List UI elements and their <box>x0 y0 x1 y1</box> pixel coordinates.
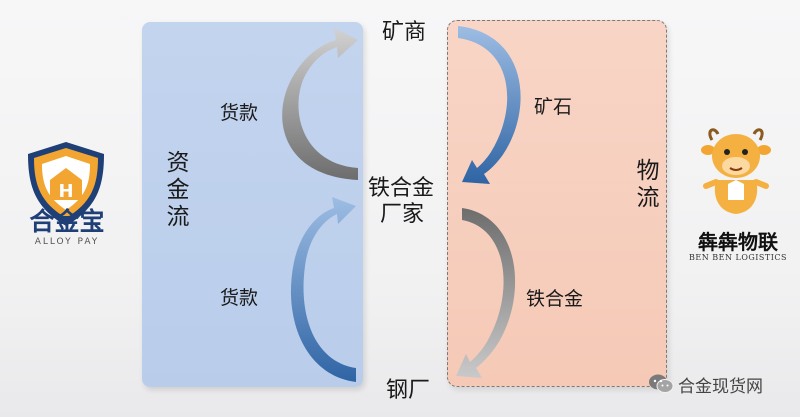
right-logo-name: 犇犇物联 <box>698 230 778 254</box>
edge-label-payment-bottom: 货款 <box>220 287 259 309</box>
edge-label-ore: 矿石 <box>534 96 573 118</box>
payment-arrow-top <box>282 28 358 180</box>
bull-mascot-icon <box>701 128 771 214</box>
watermark-text: 合金现货网 <box>678 376 763 397</box>
watermark: 合金现货网 <box>648 371 763 397</box>
wechat-icon <box>649 374 674 393</box>
node-steel-mill: 钢厂 <box>386 378 431 403</box>
ferroalloy-arrow <box>456 208 516 378</box>
node-mine: 矿商 <box>382 20 427 45</box>
payment-arrow-bottom <box>290 197 356 382</box>
left-logo-subtitle: ALLOY PAY <box>34 237 100 247</box>
shield-logo-icon: H <box>28 142 104 226</box>
right-logo-subtitle: BEN BEN LOGISTICS <box>688 253 788 262</box>
edge-label-payment-top: 货款 <box>220 102 259 124</box>
logistics-flow-label: 物流 <box>632 158 658 212</box>
node-alloy-factory-line2: 厂家 <box>380 202 425 227</box>
node-alloy-factory-line1: 铁合金 <box>368 176 435 201</box>
shield-badge-letter: H <box>58 181 73 202</box>
logistics-flow-panel <box>447 20 667 387</box>
capital-flow-panel <box>142 22 363 387</box>
ore-arrow <box>458 26 521 184</box>
left-logo-name: 合金宝 <box>29 207 105 236</box>
capital-flow-label: 资金流 <box>162 150 188 231</box>
edge-label-ferroalloy: 铁合金 <box>526 288 584 310</box>
